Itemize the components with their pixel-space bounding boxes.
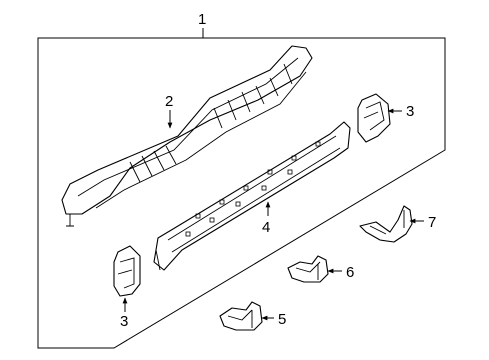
- callout-number-1: 1: [198, 11, 206, 28]
- callout-grille-step: 2: [165, 93, 173, 129]
- callout-running-board: 4: [262, 201, 271, 236]
- end-cap-right: [357, 93, 391, 143]
- end-cap-left: [113, 245, 141, 297]
- running-board-clips: [185, 141, 321, 237]
- grille-slats: [129, 63, 293, 183]
- callout-bracket-front: 5: [261, 311, 286, 328]
- callout-end-cap-right: 3: [387, 103, 414, 120]
- grille-step-pad: [61, 45, 313, 227]
- callout-number-3-left: 3: [120, 313, 128, 330]
- callout-number-4: 4: [262, 219, 270, 236]
- running-board: [153, 121, 351, 271]
- bracket-front: [219, 301, 263, 331]
- bracket-rear: [359, 205, 413, 243]
- callout-end-cap-left: 3: [120, 297, 128, 330]
- assembly-frame: [37, 37, 446, 349]
- callout-number-2: 2: [165, 93, 173, 110]
- callout-bracket-middle: 6: [327, 264, 354, 281]
- callout-bracket-rear: 7: [409, 214, 436, 231]
- callout-number-3-right: 3: [406, 103, 414, 120]
- bracket-middle: [287, 255, 329, 283]
- callout-number-5: 5: [278, 311, 286, 328]
- callout-number-6: 6: [346, 264, 354, 281]
- callout-assembly: 1: [198, 11, 206, 38]
- callout-number-7: 7: [428, 214, 436, 231]
